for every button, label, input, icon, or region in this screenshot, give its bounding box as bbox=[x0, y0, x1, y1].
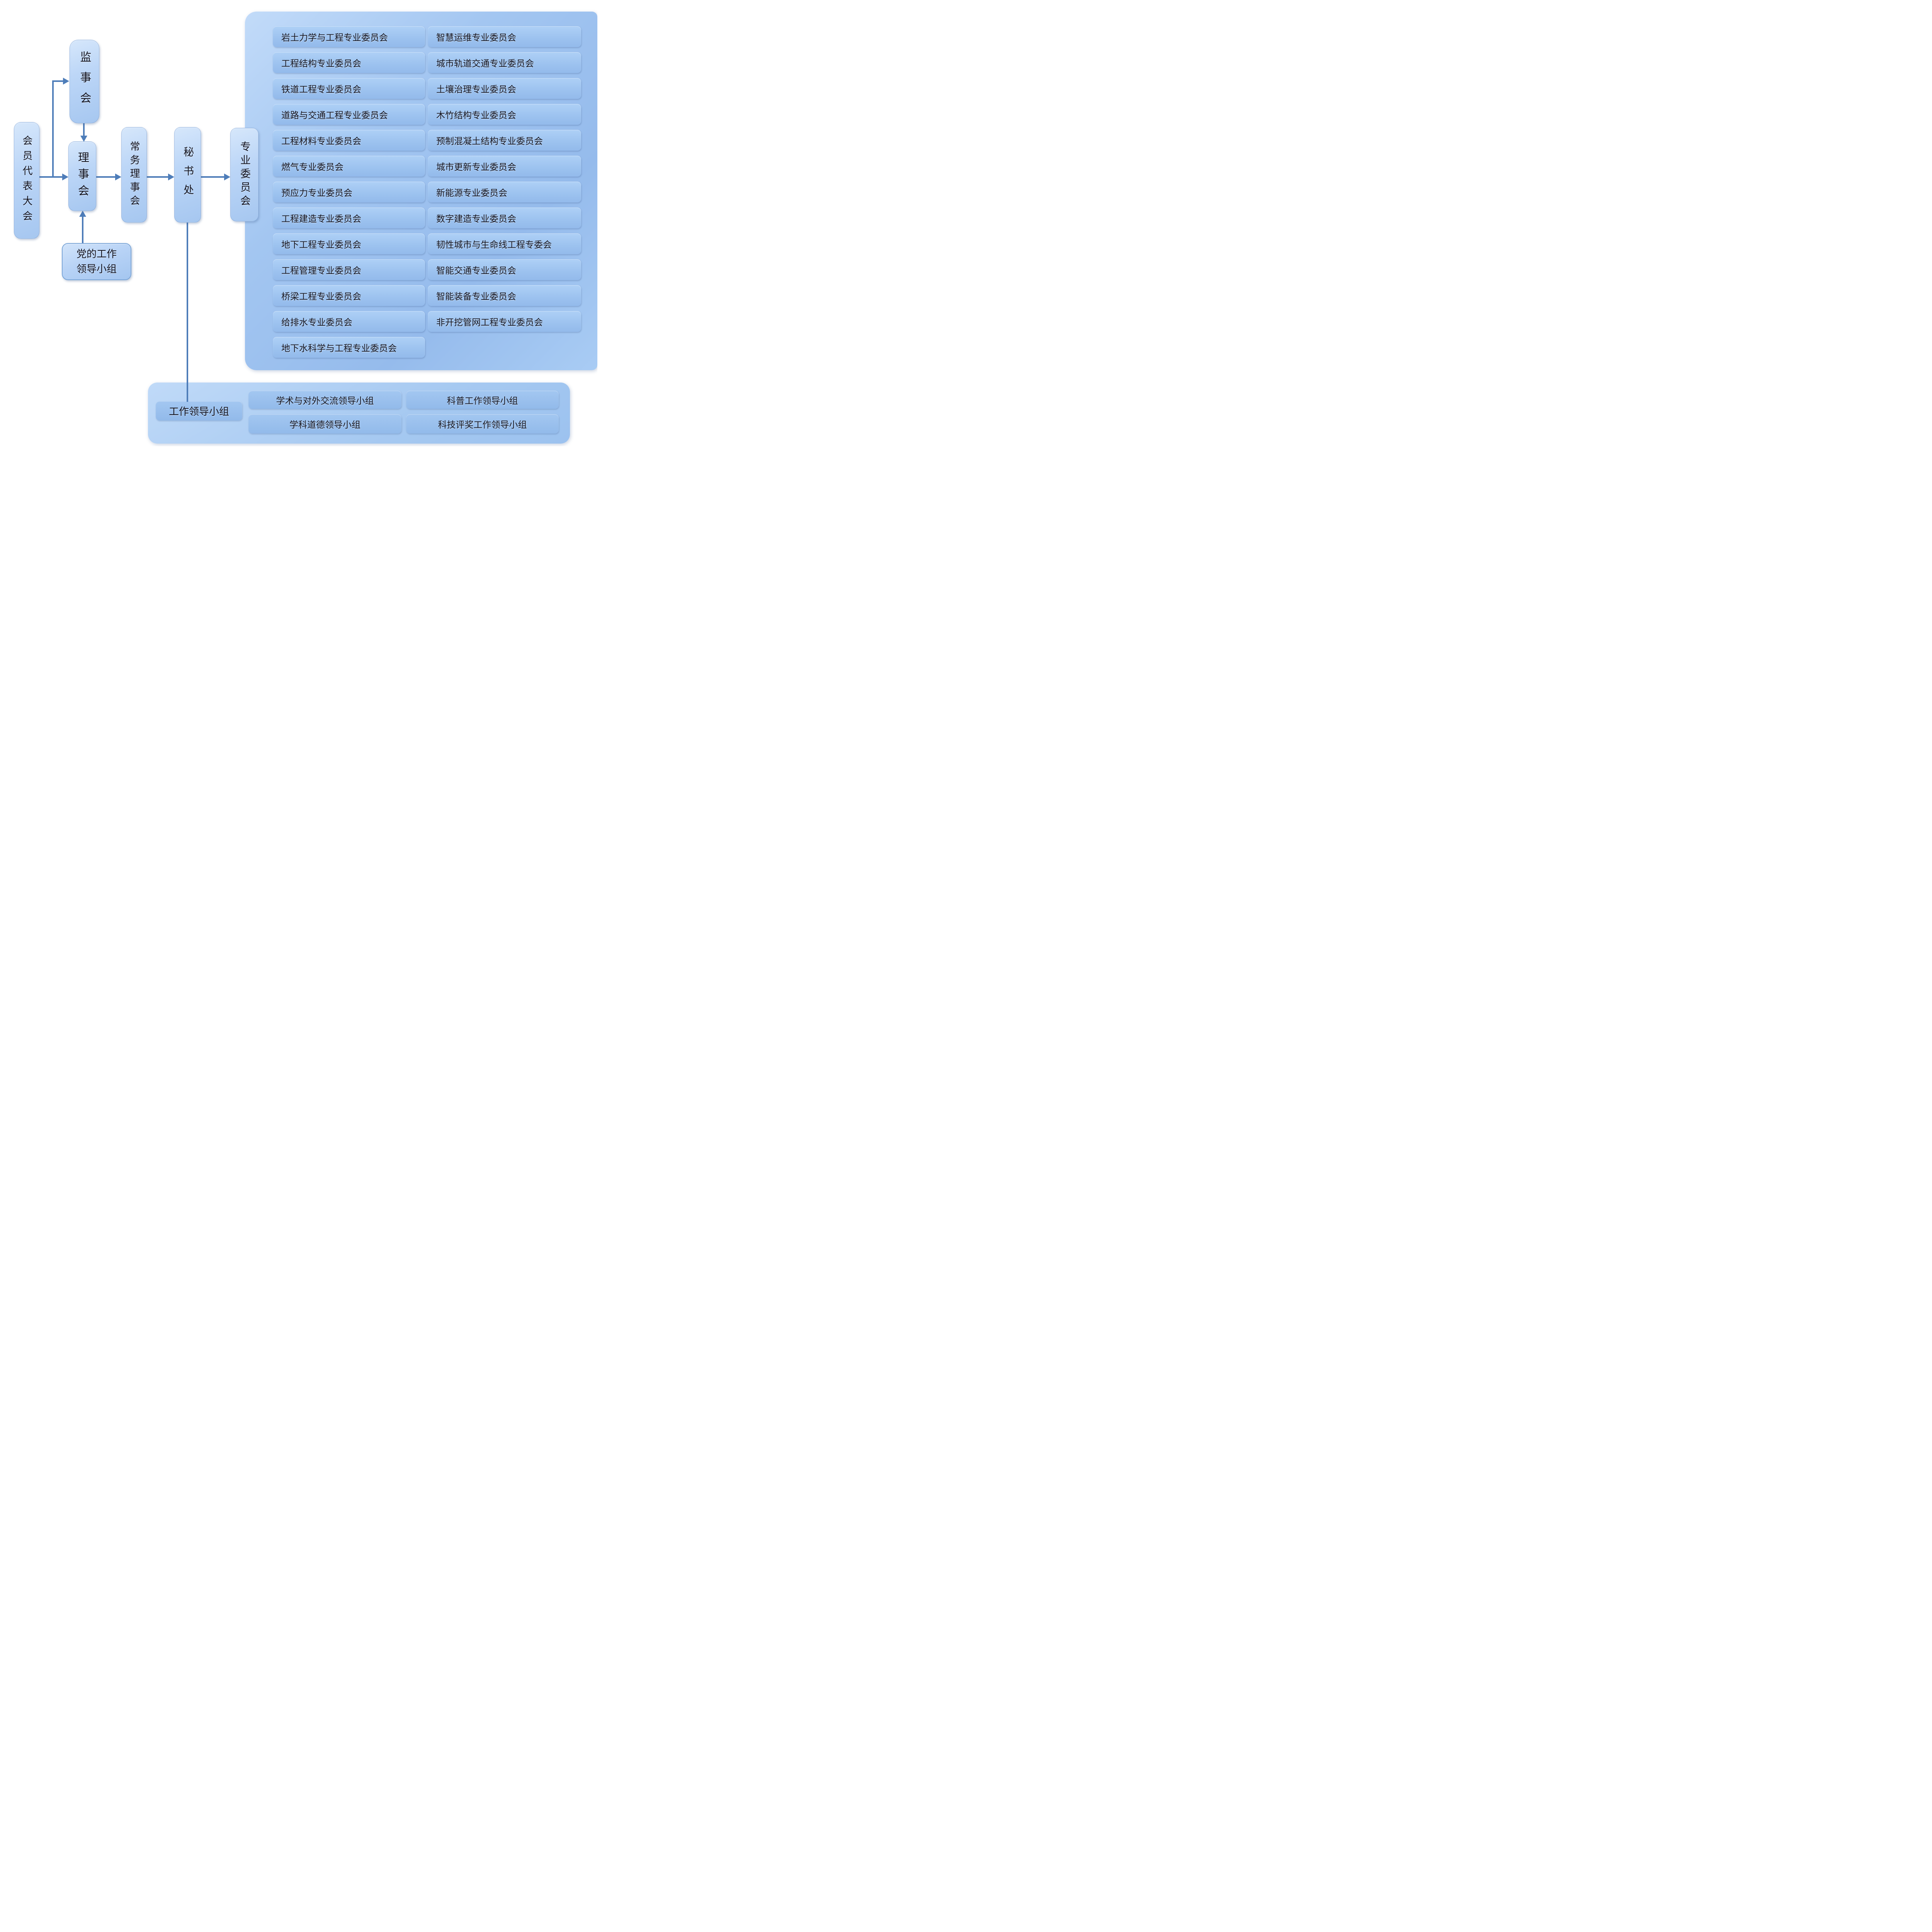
connector-council-to-standing bbox=[95, 176, 115, 178]
committee-box: 预制混凝土结构专业委员会 bbox=[428, 130, 581, 151]
connector-secretariat-to-work-group bbox=[187, 222, 188, 402]
committee-box: 土壤治理专业委员会 bbox=[428, 78, 581, 99]
committee-box: 智慧运维专业委员会 bbox=[428, 26, 581, 47]
council-label: 理事会 bbox=[76, 151, 89, 201]
secretariat-box: 秘书处 bbox=[174, 127, 201, 223]
connector-to-supervisors bbox=[52, 80, 63, 82]
leading-group-box: 科普工作领导小组 bbox=[406, 391, 559, 409]
connector-supervisors-to-council bbox=[83, 122, 85, 136]
committee-box: 智能装备专业委员会 bbox=[428, 285, 581, 306]
committee-box: 桥梁工程专业委员会 bbox=[273, 285, 425, 306]
arrowhead-into-supervisors bbox=[63, 78, 69, 85]
leading-group-box: 学术与对外交流领导小组 bbox=[248, 391, 401, 409]
committee-box: 智能交通专业委员会 bbox=[428, 259, 581, 280]
connector-party-to-council bbox=[82, 217, 83, 243]
committee-box: 道路与交通工程专业委员会 bbox=[273, 104, 425, 125]
leading-groups-panel: 工作领导小组 学术与对外交流领导小组 科普工作领导小组 学科道德领导小组 科技评… bbox=[148, 383, 570, 444]
committee-box: 非开挖管网工程专业委员会 bbox=[428, 311, 581, 332]
supervisors-label: 监事会 bbox=[78, 51, 91, 112]
committee-box: 地下水科学与工程专业委员会 bbox=[273, 337, 425, 358]
committee-panel: 岩土力学与工程专业委员会 工程结构专业委员会 铁道工程专业委员会 道路与交通工程… bbox=[245, 12, 597, 370]
committee-box: 岩土力学与工程专业委员会 bbox=[273, 26, 425, 47]
committee-box: 工程材料专业委员会 bbox=[273, 130, 425, 151]
org-chart-canvas: 岩土力学与工程专业委员会 工程结构专业委员会 铁道工程专业委员会 道路与交通工程… bbox=[0, 0, 597, 446]
committee-box: 燃气专业委员会 bbox=[273, 156, 425, 177]
standing-council-label: 常务理事会 bbox=[129, 141, 140, 209]
committee-box: 数字建造专业委员会 bbox=[428, 207, 581, 228]
connector-standing-to-secretariat bbox=[146, 176, 168, 178]
leading-group-box: 学科道德领导小组 bbox=[248, 414, 401, 434]
committee-column-2: 智慧运维专业委员会 城市轨道交通专业委员会 土壤治理专业委员会 木竹结构专业委员… bbox=[428, 26, 581, 332]
committee-box: 工程结构专业委员会 bbox=[273, 52, 425, 73]
supervisors-box: 监事会 bbox=[70, 40, 99, 123]
member-congress-box: 会员代表大会 bbox=[14, 122, 39, 239]
council-box: 理事会 bbox=[68, 141, 96, 211]
party-group-label-line1: 党的工作 bbox=[76, 248, 117, 260]
arrowhead-into-council bbox=[62, 173, 68, 180]
arrowhead-up-into-council bbox=[79, 211, 86, 217]
committee-box: 铁道工程专业委员会 bbox=[273, 78, 425, 99]
committee-box: 新能源专业委员会 bbox=[428, 182, 581, 202]
party-work-leading-group-box: 党的工作 领导小组 bbox=[62, 243, 131, 280]
committee-box: 地下工程专业委员会 bbox=[273, 233, 425, 254]
leading-group-box: 科技评奖工作领导小组 bbox=[406, 414, 559, 434]
party-group-label-line2: 领导小组 bbox=[76, 264, 117, 275]
committee-box: 城市更新专业委员会 bbox=[428, 156, 581, 177]
committee-box: 给排水专业委员会 bbox=[273, 311, 425, 332]
committee-box: 预应力专业委员会 bbox=[273, 182, 425, 202]
arrowhead-into-committees-label bbox=[224, 173, 230, 180]
member-congress-label: 会员代表大会 bbox=[21, 135, 32, 226]
committee-box: 工程建造专业委员会 bbox=[273, 207, 425, 228]
professional-committees-box: 专业委员会 bbox=[230, 128, 259, 221]
arrowhead-into-standing-council bbox=[115, 173, 121, 180]
professional-committees-label: 专业委员会 bbox=[239, 141, 250, 209]
committee-box: 木竹结构专业委员会 bbox=[428, 104, 581, 125]
work-leading-group-box: 工作领导小组 bbox=[156, 401, 242, 420]
committee-column-1: 岩土力学与工程专业委员会 工程结构专业委员会 铁道工程专业委员会 道路与交通工程… bbox=[273, 26, 425, 358]
committee-box: 城市轨道交通专业委员会 bbox=[428, 52, 581, 73]
arrowhead-into-secretariat bbox=[168, 173, 174, 180]
arrowhead-down-into-council bbox=[80, 136, 87, 142]
committee-box: 韧性城市与生命线工程专委会 bbox=[428, 233, 581, 254]
secretariat-label: 秘书处 bbox=[182, 146, 194, 203]
connector-member-to-council bbox=[39, 176, 62, 178]
standing-council-box: 常务理事会 bbox=[121, 127, 147, 223]
connector-secretariat-to-committees bbox=[200, 176, 224, 178]
connector-junction-vertical bbox=[52, 80, 54, 178]
committee-box: 工程管理专业委员会 bbox=[273, 259, 425, 280]
